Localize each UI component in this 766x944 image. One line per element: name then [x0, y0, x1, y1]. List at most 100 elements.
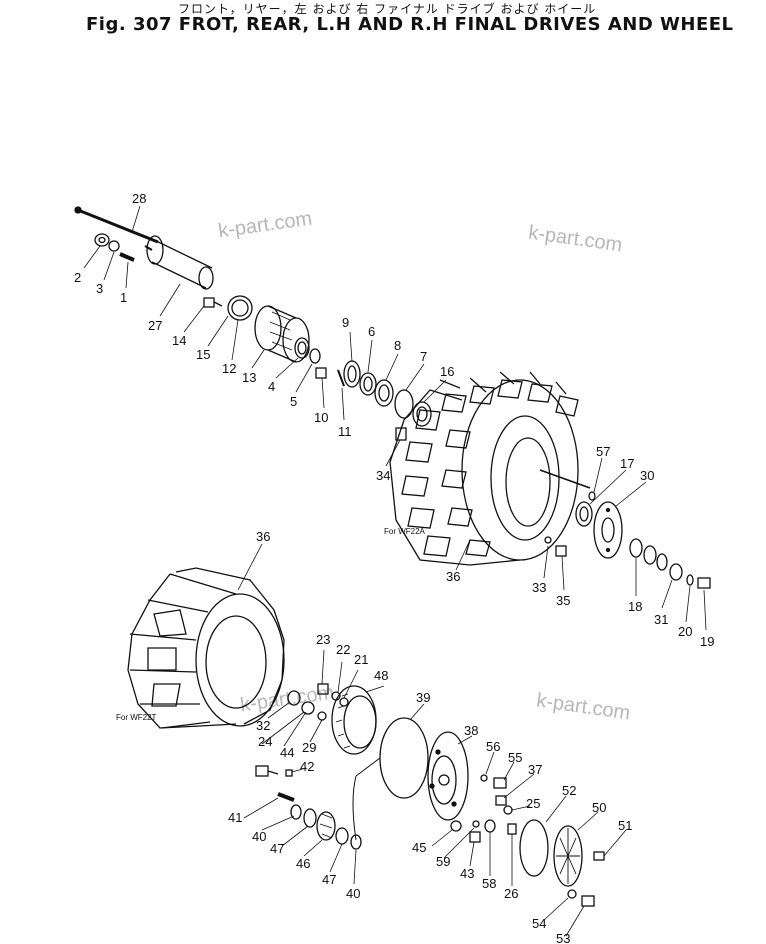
callout-41: 41 [228, 810, 242, 825]
callout-13: 13 [242, 370, 256, 385]
part-drawing [255, 765, 295, 802]
callout-37: 37 [528, 762, 542, 777]
part-drawing [315, 367, 327, 379]
callout-46: 46 [296, 856, 310, 871]
callout-58: 58 [482, 876, 496, 891]
part-drawing [450, 819, 496, 843]
part-drawing [669, 563, 683, 581]
callout-23: 23 [316, 632, 330, 647]
callout-14: 14 [172, 333, 186, 348]
callout-1: 1 [120, 290, 127, 305]
callout-47-lower: 47 [322, 872, 336, 887]
callout-32: 32 [256, 718, 270, 733]
callout-26: 26 [504, 886, 518, 901]
variant-label-upper: For WF22A [384, 527, 426, 536]
part-drawing [203, 297, 223, 308]
callout-36-upper: 36 [446, 569, 460, 584]
callout-5: 5 [290, 394, 297, 409]
part-drawing [394, 389, 414, 419]
part-drawing [480, 774, 513, 815]
callout-48: 48 [374, 668, 388, 683]
callout-28: 28 [132, 191, 146, 206]
callout-35: 35 [556, 593, 570, 608]
callout-8: 8 [394, 338, 401, 353]
part-drawing [507, 823, 517, 835]
callout-22: 22 [336, 642, 350, 657]
japanese-caption: フロント，リヤー，左 および 右 ファイナル ドライブ および ホイール [178, 2, 597, 16]
callout-18: 18 [628, 599, 642, 614]
callout-27: 27 [148, 318, 162, 333]
part-drawing [309, 348, 321, 364]
part-drawing [254, 305, 310, 363]
part-drawing [359, 372, 377, 396]
upper-wheel [389, 371, 591, 566]
part-drawing [686, 574, 711, 589]
part-drawing [343, 360, 361, 388]
part-drawing [412, 401, 432, 427]
part-drawing [294, 337, 310, 359]
lower-wheel [127, 567, 285, 729]
callout-29: 29 [302, 740, 316, 755]
callout-39: 39 [416, 690, 430, 705]
part-drawing [74, 206, 159, 244]
variant-label-lower: For WF22T [116, 713, 157, 722]
part-drawing [427, 731, 469, 821]
callout-4: 4 [268, 379, 275, 394]
part-drawing [352, 717, 429, 841]
part-drawing [144, 235, 214, 290]
part-drawing [94, 233, 110, 247]
callout-44: 44 [280, 745, 294, 760]
callout-40: 40 [252, 829, 266, 844]
part-drawing [544, 536, 567, 557]
part-drawing [519, 819, 549, 877]
part-drawing [119, 252, 135, 262]
callout-53: 53 [556, 931, 570, 944]
part-drawing [567, 889, 595, 907]
callout-43: 43 [460, 866, 474, 881]
callout-2: 2 [74, 270, 81, 285]
callout-19: 19 [700, 634, 714, 649]
part-drawing [575, 501, 593, 527]
callout-56: 56 [486, 739, 500, 754]
part-drawing [593, 501, 623, 559]
part-drawing [227, 295, 253, 321]
callout-54: 54 [532, 916, 546, 931]
callout-50: 50 [592, 800, 606, 815]
callout-51: 51 [618, 818, 632, 833]
callout-10: 10 [314, 410, 328, 425]
callout-6: 6 [368, 324, 375, 339]
callout-31: 31 [654, 612, 668, 627]
callout-12: 12 [222, 361, 236, 376]
callout-labels: 28 2 3 1 27 14 15 12 13 4 5 10 11 9 6 8 … [74, 191, 714, 944]
figure-title: Fig. 307 FROT, REAR, L.H AND R.H FINAL D… [86, 14, 734, 35]
part-drawing [629, 538, 668, 571]
callout-16: 16 [440, 364, 454, 379]
callout-11: 11 [338, 424, 352, 439]
callout-45: 45 [412, 840, 426, 855]
callout-17: 17 [620, 456, 634, 471]
callout-15: 15 [196, 347, 210, 362]
leader-lines [83, 205, 707, 937]
callout-55: 55 [508, 750, 522, 765]
callout-36-lower: 36 [256, 529, 270, 544]
callout-42: 42 [300, 759, 314, 774]
part-drawing [553, 825, 583, 887]
part-drawing [290, 804, 362, 850]
part-drawing [588, 491, 596, 501]
callout-47: 47 [270, 841, 284, 856]
callout-30: 30 [640, 468, 654, 483]
part-drawing [593, 851, 605, 861]
callout-59: 59 [436, 854, 450, 869]
part-drawing [374, 379, 394, 407]
callout-25: 25 [526, 796, 540, 811]
callout-21: 21 [354, 652, 368, 667]
callout-52: 52 [562, 783, 576, 798]
callout-38: 38 [464, 723, 478, 738]
part-drawing [317, 683, 349, 707]
part-drawing [108, 240, 120, 252]
callout-3: 3 [96, 281, 103, 296]
callout-57: 57 [596, 444, 610, 459]
callout-40-lower: 40 [346, 886, 360, 901]
part-drawing [337, 369, 345, 387]
